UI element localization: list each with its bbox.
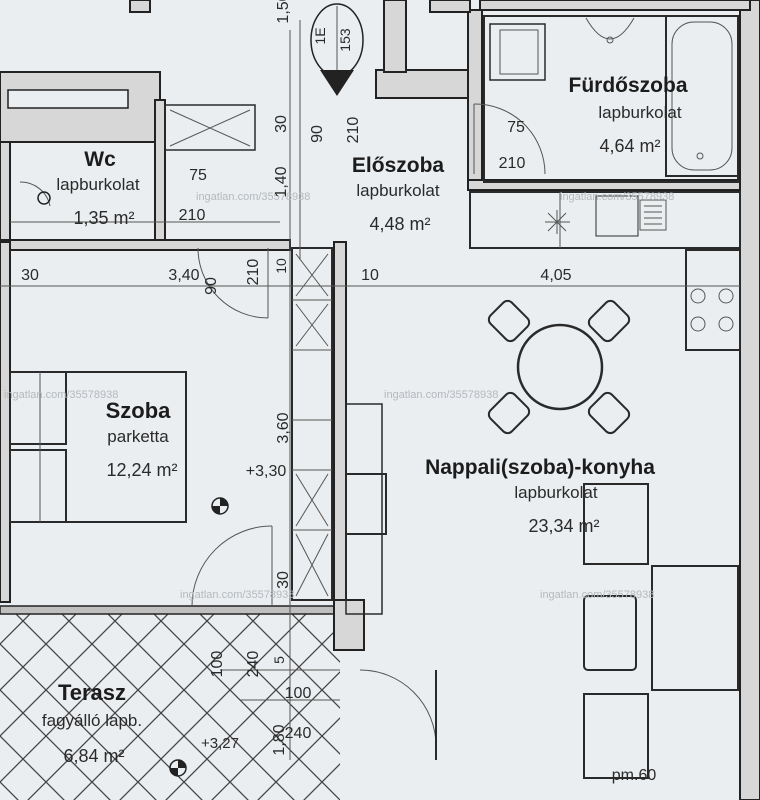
- dimension-label: 210: [179, 207, 206, 224]
- dimension-label: 30: [273, 115, 290, 133]
- dimension-label: 90: [203, 277, 220, 295]
- room-name: Wc: [84, 148, 116, 171]
- room-area: 4,64 m²: [599, 136, 660, 156]
- level-markers: [37, 191, 229, 777]
- room-area: 23,34 m²: [528, 516, 599, 536]
- room-szoba: Szoba parketta 12,24 m²: [106, 398, 178, 480]
- room-area: 1,35 m²: [73, 208, 134, 228]
- watermark: ingatlan.com/35578938: [540, 589, 654, 601]
- room-name: Előszoba: [352, 154, 445, 177]
- dimension-label: 1,40: [273, 166, 290, 197]
- dimension-label: 30: [21, 267, 39, 284]
- wardrobe: [291, 247, 333, 601]
- room-floor: lapburkolat: [598, 103, 681, 122]
- kitchen-counter: [469, 191, 741, 351]
- watermark: ingatlan.com/35578938: [384, 389, 498, 401]
- watermark: ingatlan.com/35578938: [560, 191, 674, 203]
- room-name: Nappali(szoba)-konyha: [425, 456, 655, 479]
- room-eloszoba: Előszoba lapburkolat 4,48 m²: [352, 154, 445, 234]
- watermark: ingatlan.com/35578938: [196, 191, 310, 203]
- watermark: ingatlan.com/35578938: [4, 389, 118, 401]
- room-floor: fagyálló lapb.: [42, 711, 142, 730]
- dimension-label: 3,40: [168, 267, 199, 284]
- dimension-label: 1,80: [271, 724, 288, 755]
- watermarks: ingatlan.com/35578938 ingatlan.com/35578…: [4, 191, 674, 601]
- dimension-label: 10: [273, 258, 289, 274]
- dimension-label: 210: [245, 259, 262, 286]
- dimension-label: 5: [271, 656, 287, 664]
- room-furdoszoba: Fürdőszoba lapburkolat 4,64 m²: [569, 74, 688, 156]
- room-name: Szoba: [106, 398, 172, 423]
- dining-table: [487, 299, 631, 435]
- room-wc: Wc lapburkolat 1,35 m²: [56, 148, 139, 228]
- dimension-label: 3,60: [275, 412, 292, 443]
- room-floor: lapburkolat: [56, 175, 139, 194]
- room-name: Terasz: [58, 680, 126, 705]
- dimension-label: 240: [285, 725, 312, 742]
- dimension-label: 210: [345, 117, 362, 144]
- dimension-label: 75: [507, 119, 525, 136]
- dimension-lines: [0, 20, 740, 760]
- room-area: 6,84 m²: [63, 746, 124, 766]
- section-marker: [310, 3, 364, 96]
- dimension-label: 100: [209, 651, 226, 678]
- dimension-label: 1,50: [275, 0, 292, 24]
- bed: [9, 371, 187, 523]
- fixtures: [0, 3, 741, 779]
- room-area: 4,48 m²: [369, 214, 430, 234]
- dimension-label: 10: [361, 267, 379, 284]
- section-marker-number: 153: [337, 28, 353, 52]
- room-area: 12,24 m²: [106, 460, 177, 480]
- dimension-label: 30: [275, 571, 292, 589]
- room-nappali: Nappali(szoba)-konyha lapburkolat 23,34 …: [425, 456, 655, 536]
- room-floor: lapburkolat: [356, 181, 439, 200]
- door-swings: [19, 181, 437, 760]
- watermark: ingatlan.com/35578938: [180, 589, 294, 601]
- room-terasz: Terasz fagyálló lapb. 6,84 m²: [42, 680, 142, 766]
- bathroom-fixtures: [473, 15, 739, 183]
- dimension-label: 210: [499, 155, 526, 172]
- room-name: Fürdőszoba: [569, 74, 688, 97]
- dimension-label: 100: [285, 685, 312, 702]
- floor-code: pm.60: [612, 767, 657, 784]
- room-floor: parketta: [107, 427, 169, 446]
- dimension-label: 4,05: [540, 267, 571, 284]
- section-marker-letter: 1E: [312, 27, 328, 44]
- dimension-label: 240: [245, 651, 262, 678]
- level-label: +3,30: [246, 463, 287, 480]
- level-label: +3,27: [201, 735, 239, 752]
- room-floor: lapburkolat: [514, 483, 597, 502]
- dimension-label: 90: [309, 125, 326, 143]
- living-furniture: [345, 403, 739, 779]
- dimension-label: 75: [189, 167, 207, 184]
